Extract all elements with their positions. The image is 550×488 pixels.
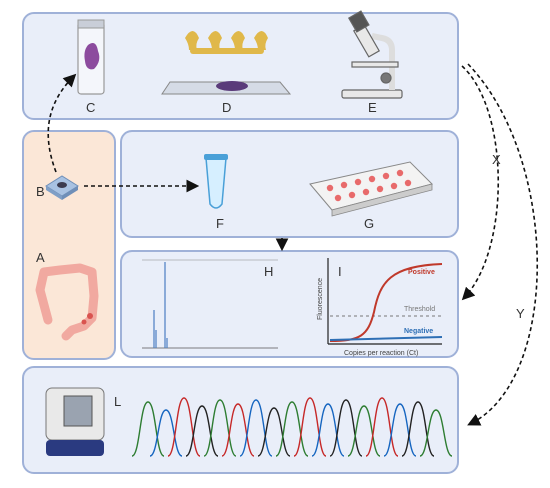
qpcr-ylabel: Fluorescence	[317, 278, 324, 320]
tumor-marks	[81, 313, 93, 325]
arrow-y	[467, 63, 539, 426]
sequence-trace	[131, 397, 453, 457]
electropherogram-chart	[142, 259, 278, 349]
label-c: C	[86, 100, 96, 115]
label-i: I	[338, 264, 342, 279]
pcr-plate-icon	[309, 161, 433, 217]
arrow-x	[461, 65, 499, 301]
label-a: A	[36, 250, 45, 265]
label-d: D	[222, 100, 232, 115]
tube-icon	[204, 154, 228, 209]
qpcr-xlabel: Copies per reaction (Ct)	[344, 350, 418, 357]
colon-icon	[35, 263, 99, 341]
label-h: H	[264, 264, 274, 279]
glass-slide-icon	[161, 81, 292, 95]
qpcr-chart	[327, 258, 443, 345]
analysis-panel	[120, 250, 459, 358]
microscope-icon	[341, 10, 403, 99]
arrow-b-to-c	[47, 73, 77, 173]
qpcr-threshold-label: Threshold	[404, 306, 435, 313]
specimen-panel	[22, 130, 116, 360]
label-y: Y	[516, 306, 525, 321]
slide-container-icon	[77, 19, 105, 95]
label-l: L	[114, 394, 122, 409]
label-x: X	[492, 152, 501, 167]
qpcr-positive-label: Positive	[408, 269, 435, 276]
tissue-block-icon	[45, 175, 79, 200]
label-f: F	[216, 216, 224, 231]
label-e: E	[368, 100, 377, 115]
label-b: B	[36, 184, 45, 199]
qpcr-negative-label: Negative	[404, 328, 433, 335]
label-g: G	[364, 216, 375, 231]
sequencer-icon	[45, 387, 105, 456]
tissue-sections-icon	[185, 31, 268, 54]
